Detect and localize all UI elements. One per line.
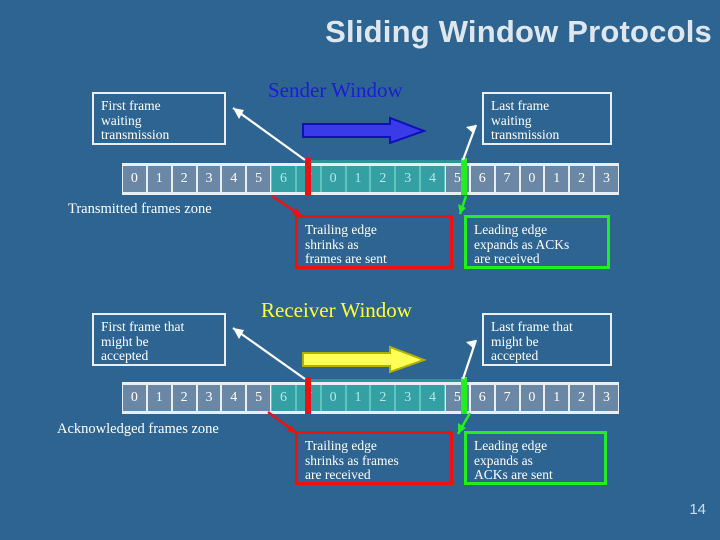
callout-first-frame-waiting: First frame waiting transmission	[92, 92, 226, 145]
callout-first-frame-accepted: First frame that might be accepted	[92, 313, 226, 366]
receiver-frame-cell: 7	[494, 385, 520, 411]
receiver-frame-cell: 1	[146, 385, 172, 411]
receiver-frame-strip: 01234567012345670123	[122, 382, 619, 414]
receiver-leading-edge-marker	[461, 377, 467, 414]
receiver-frame-cell: 0	[122, 385, 147, 411]
sender-leading-edge-marker	[461, 158, 467, 195]
sender-frame-cell: 6	[271, 166, 296, 192]
sender-frame-cell: 3	[196, 166, 222, 192]
receiver-frame-cell: 2	[370, 385, 396, 411]
receiver-frame-cell: 5	[246, 385, 272, 411]
sender-frame-cell: 4	[221, 166, 247, 192]
leader-first-frame-accepted	[232, 327, 306, 380]
receiver-frame-cell: 6	[469, 385, 495, 411]
leader-first-frame-waiting	[232, 107, 306, 161]
leader-last-frame-waiting	[461, 124, 478, 161]
receiver-frame-cell: 1	[544, 385, 570, 411]
receiver-frame-cell: 3	[594, 385, 619, 411]
receiver-frame-cell: 3	[395, 385, 421, 411]
receiver-frame-cell: 0	[320, 385, 346, 411]
sender-frame-cell: 2	[569, 166, 595, 192]
receiver-frame-cell: 2	[171, 385, 197, 411]
callout-last-frame-waiting: Last frame waiting transmission	[482, 92, 612, 145]
receiver-trailing-edge-marker	[305, 377, 311, 414]
sender-frame-cell: 0	[320, 166, 346, 192]
acknowledged-frames-zone-label: Acknowledged frames zone	[57, 421, 219, 437]
callout-trailing-edge-shrinks-received: Trailing edge shrinks as frames are rece…	[295, 431, 453, 485]
receiver-frame-cell: 0	[519, 385, 545, 411]
sender-frame-cell: 3	[594, 166, 619, 192]
sender-window-heading: Sender Window	[268, 78, 403, 102]
receiver-direction-arrow	[302, 345, 427, 374]
sender-frame-cell: 0	[122, 166, 147, 192]
sender-frame-cell: 1	[544, 166, 570, 192]
leader-transmitted-zone	[271, 194, 304, 219]
leader-sender-leading-edge	[458, 195, 468, 215]
callout-leading-edge-expands-sent: Leading edge expands as ACKs are sent	[464, 431, 607, 485]
sender-frame-cell: 1	[146, 166, 172, 192]
transmitted-frames-zone-label: Transmitted frames zone	[68, 201, 212, 217]
sender-frame-cell: 7	[494, 166, 520, 192]
sender-frame-cell: 6	[469, 166, 495, 192]
sender-frame-cell: 1	[345, 166, 371, 192]
sender-frame-cell: 5	[246, 166, 272, 192]
callout-leading-edge-expands-received: Leading edge expands as ACKs are receive…	[464, 215, 610, 269]
receiver-frame-cell: 4	[420, 385, 445, 411]
receiver-frame-cell: 2	[569, 385, 595, 411]
page-title: Sliding Window Protocols	[325, 14, 712, 49]
sender-frame-cell: 0	[519, 166, 545, 192]
receiver-frame-cell: 6	[271, 385, 296, 411]
callout-trailing-edge-shrinks-sent: Trailing edge shrinks as frames are sent	[295, 215, 453, 269]
sender-frame-strip: 01234567012345670123	[122, 163, 619, 195]
sender-frame-cell: 2	[370, 166, 396, 192]
receiver-window-heading: Receiver Window	[261, 298, 412, 322]
sender-frame-cell: 2	[171, 166, 197, 192]
sender-direction-arrow	[302, 116, 427, 145]
receiver-frame-cell: 4	[221, 385, 247, 411]
callout-last-frame-accepted: Last frame that might be accepted	[482, 313, 612, 366]
receiver-frame-cell: 1	[345, 385, 371, 411]
receiver-frame-cell: 3	[196, 385, 222, 411]
sender-frame-cell: 3	[395, 166, 421, 192]
page-number: 14	[689, 501, 706, 518]
leader-last-frame-accepted	[461, 339, 478, 380]
sender-frame-cell: 4	[420, 166, 445, 192]
sender-trailing-edge-marker	[305, 158, 311, 195]
leader-acknowledged-zone	[267, 410, 299, 436]
